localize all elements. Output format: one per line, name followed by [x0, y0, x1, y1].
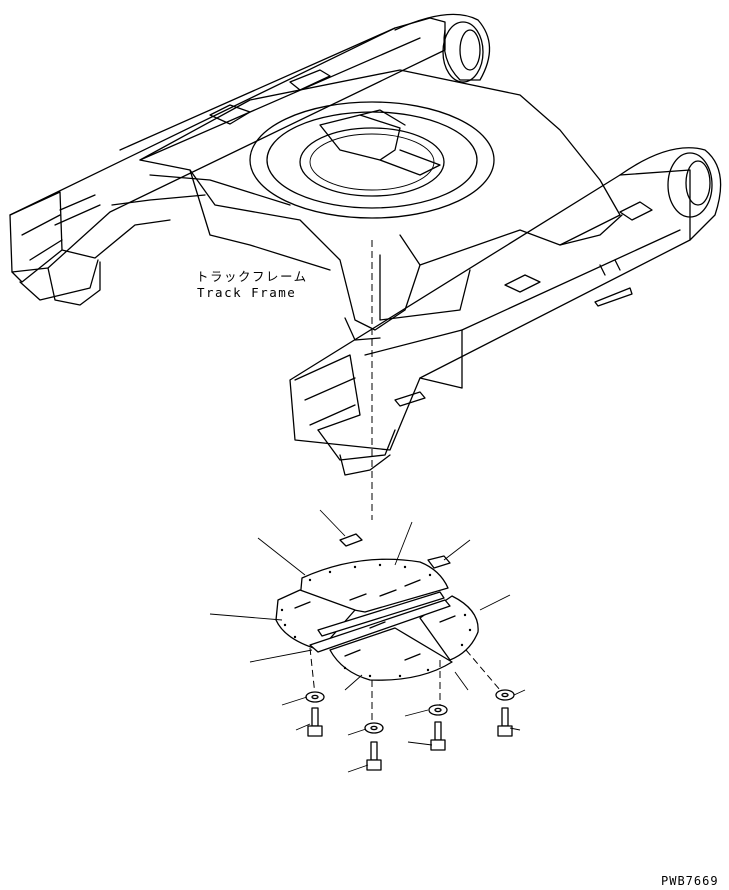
washer-bolt-1 — [305, 691, 325, 737]
cover-bracket — [339, 533, 363, 547]
washer-bolt-4 — [495, 689, 515, 737]
leader-lines — [209, 509, 526, 773]
washer-bolt-2 — [364, 722, 384, 771]
under-cover-assembly — [275, 533, 479, 681]
cover-plate-top — [299, 558, 449, 613]
track-frame-label-en: Track Frame — [197, 285, 297, 300]
cover-plate-bottom — [329, 627, 453, 681]
track-frame-label-ja: トラックフレーム — [196, 269, 308, 284]
drawing-code: PWB7669 — [661, 874, 719, 888]
washer-bolt-3 — [428, 704, 448, 751]
cover-cross-member — [309, 599, 451, 653]
track-frame — [9, 13, 722, 476]
cover-bolt-holes — [280, 563, 472, 678]
